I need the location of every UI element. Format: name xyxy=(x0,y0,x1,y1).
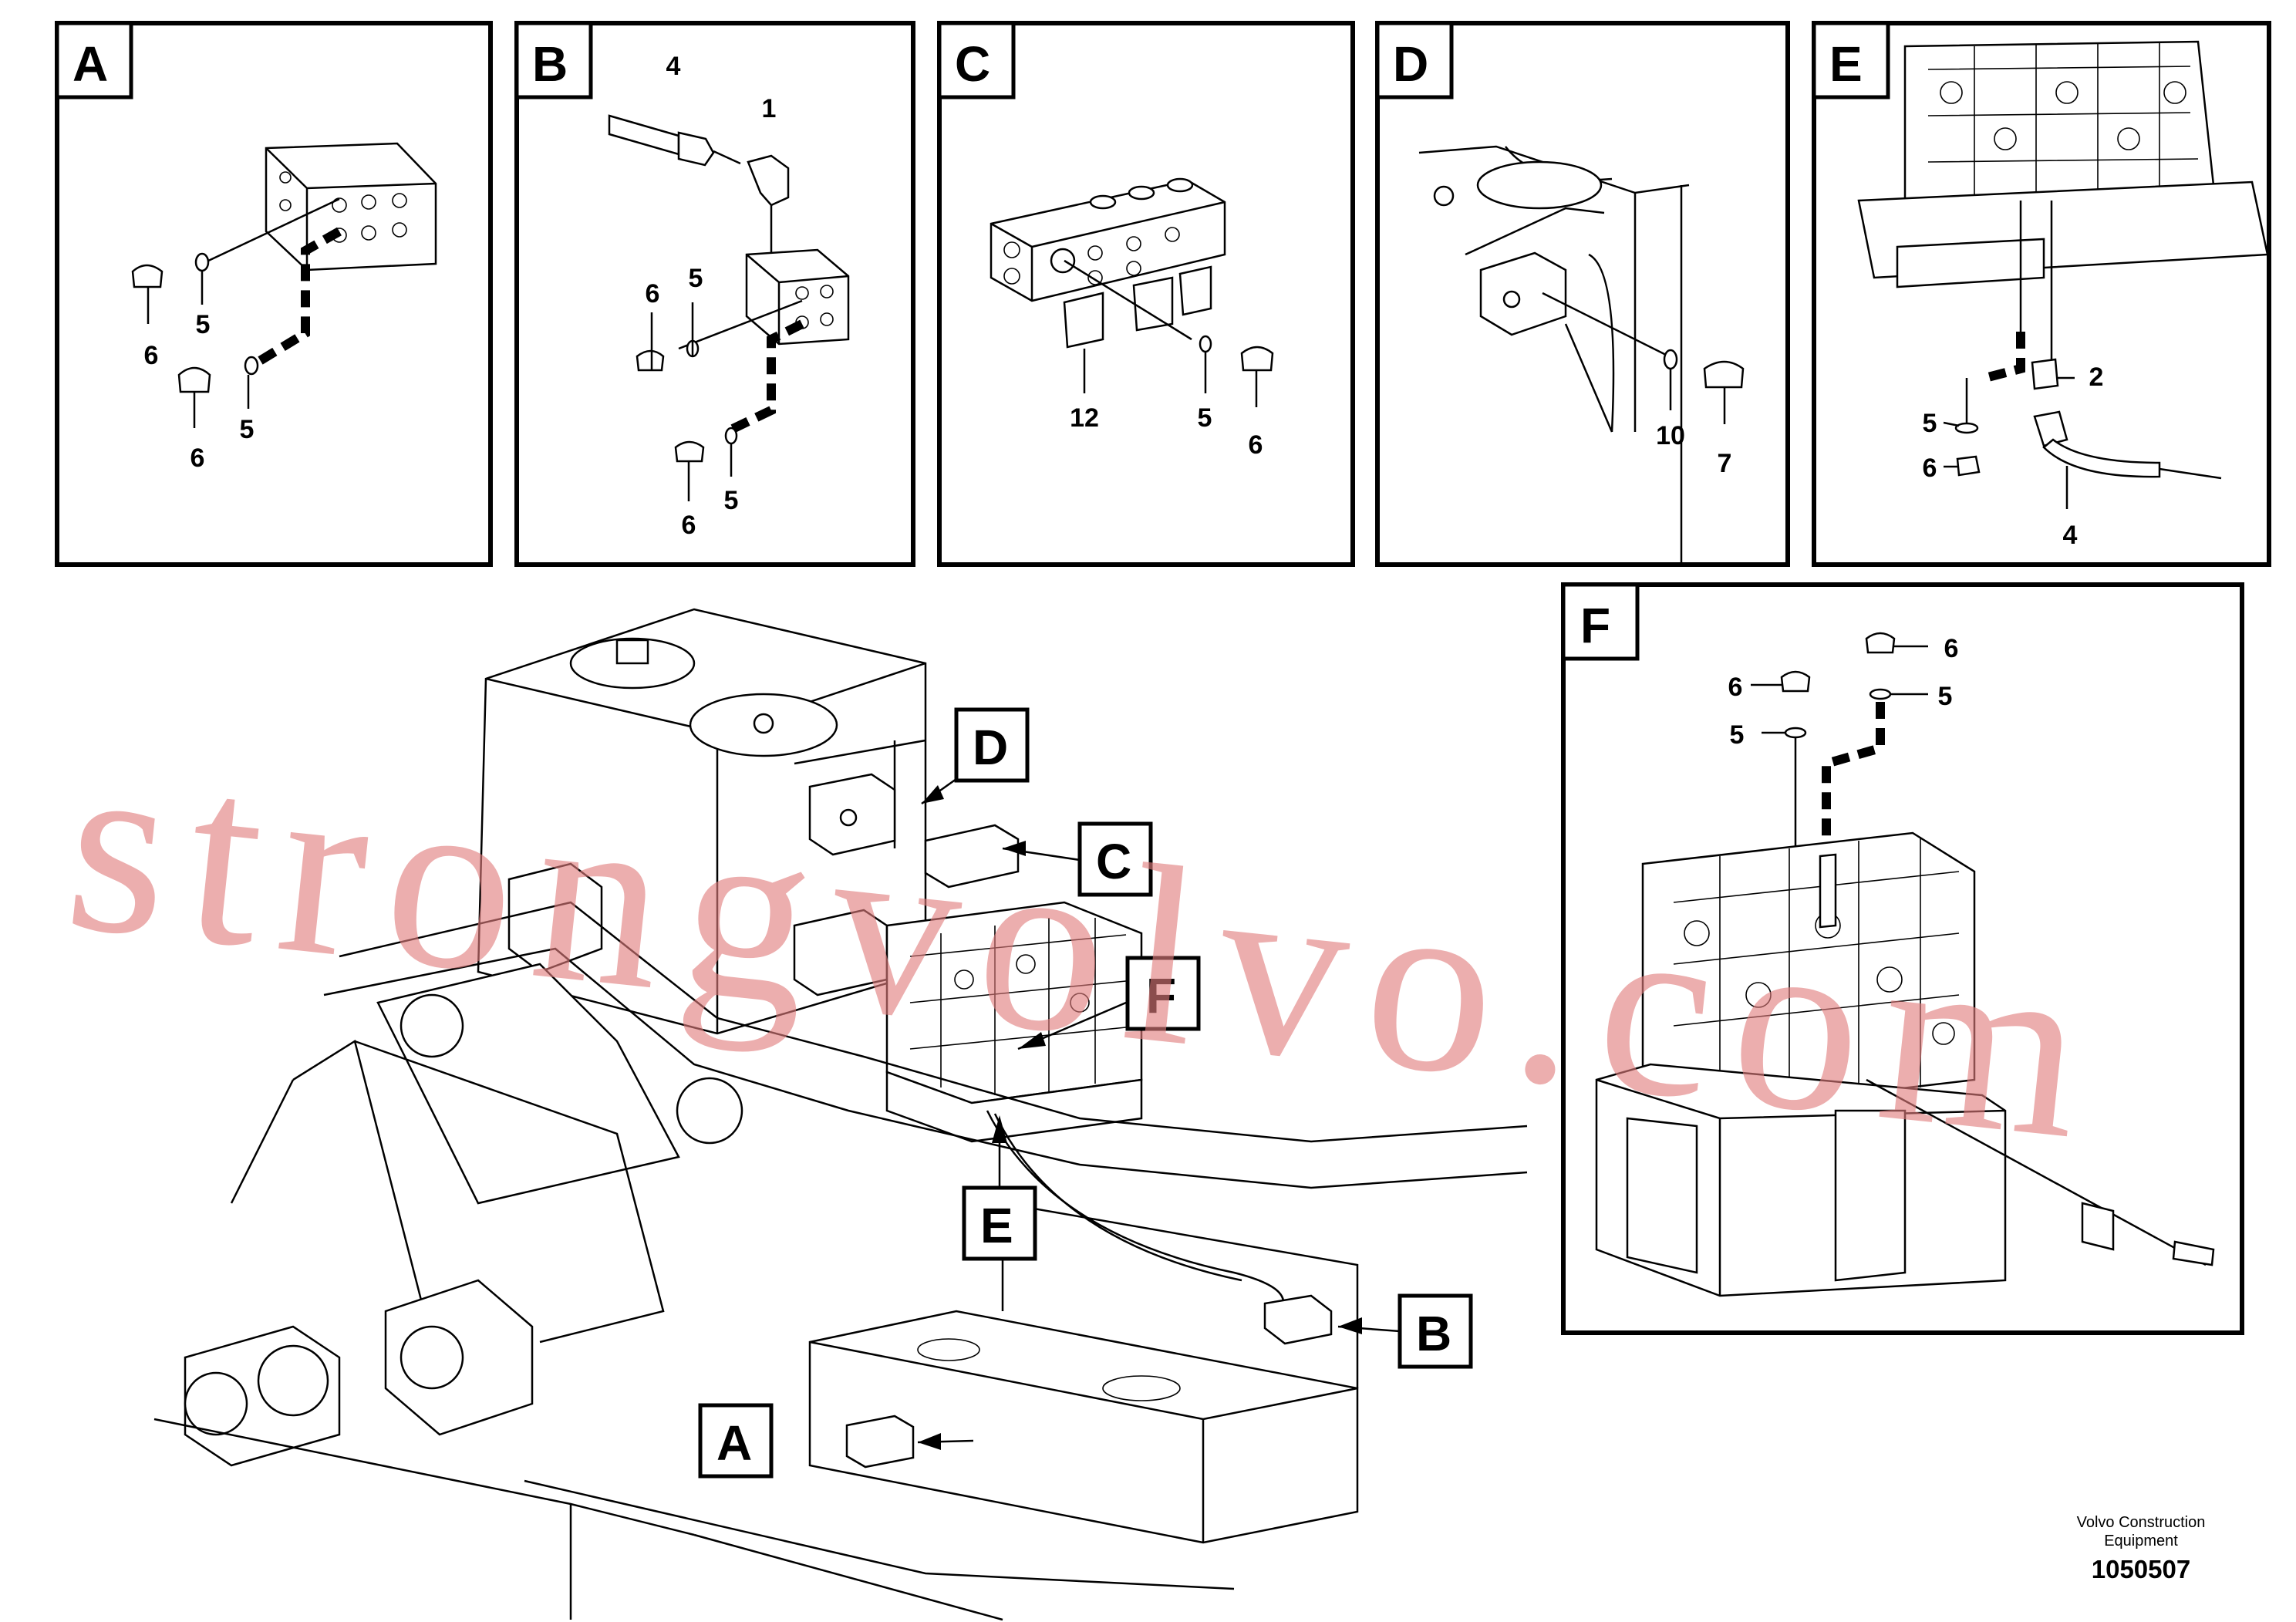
panel-d-label-10: 10 xyxy=(1656,421,1685,450)
panel-e-label-6: 6 xyxy=(1923,454,1937,483)
panel-f: F 6 6 5 5 xyxy=(1561,582,2244,1335)
callout-b: B xyxy=(1416,1306,1451,1361)
panel-b-label-5: 5 xyxy=(689,264,703,293)
panel-e: E 2 5 6 4 xyxy=(1812,21,2271,567)
panel-e-label-4: 4 xyxy=(2063,521,2078,550)
callout-d: D xyxy=(973,720,1008,775)
panel-e-label-2: 2 xyxy=(2089,363,2104,392)
drawing-number: 1050507 xyxy=(2092,1555,2190,1583)
panel-b-label-4: 4 xyxy=(666,52,681,81)
panel-c-tag: C xyxy=(955,36,990,92)
footer: Volvo Construction Equipment 1050507 xyxy=(2077,1514,2206,1583)
callout-c: C xyxy=(1096,834,1131,889)
company-line-1: Volvo Construction xyxy=(2077,1514,2206,1531)
callout-a: A xyxy=(716,1415,752,1471)
panel-a-label-6b: 6 xyxy=(190,443,205,473)
panel-f-tag: F xyxy=(1580,598,1610,653)
panel-a-tag: A xyxy=(72,36,108,92)
panel-b-label-6b: 6 xyxy=(682,511,696,540)
panel-b: B 4 1 6 5 6 5 xyxy=(514,21,915,567)
company-line-2: Equipment xyxy=(2104,1533,2178,1549)
callout-f: F xyxy=(1146,968,1176,1023)
panel-e-label-5: 5 xyxy=(1923,409,1937,438)
panel-d-label-7: 7 xyxy=(1718,449,1732,478)
panel-f-label-6b: 6 xyxy=(1728,673,1743,702)
panel-c: C 12 5 6 xyxy=(937,21,1355,567)
panel-b-label-5b: 5 xyxy=(724,486,739,515)
callout-e: E xyxy=(980,1198,1013,1253)
panel-f-label-5: 5 xyxy=(1938,682,1953,711)
panel-a: A 6 5 6 5 xyxy=(55,21,493,567)
panel-f-label-6: 6 xyxy=(1944,634,1959,663)
panel-c-label-12: 12 xyxy=(1070,403,1099,433)
panel-b-tag: B xyxy=(532,36,568,92)
panel-b-label-1: 1 xyxy=(762,94,777,123)
panel-e-tag: E xyxy=(1829,36,1863,92)
panel-b-label-6: 6 xyxy=(646,279,660,309)
panel-c-label-5: 5 xyxy=(1198,403,1212,433)
panel-c-label-6: 6 xyxy=(1249,430,1263,460)
callout-tags: D C F E B A xyxy=(698,707,1473,1479)
panel-d: D 10 7 xyxy=(1375,21,1790,567)
panel-a-label-5: 5 xyxy=(196,310,211,339)
panel-d-tag: D xyxy=(1393,36,1428,92)
main-assembly xyxy=(153,608,1528,1621)
panel-f-label-5b: 5 xyxy=(1730,720,1745,750)
panel-a-label-6: 6 xyxy=(144,341,159,370)
panel-a-label-5b: 5 xyxy=(240,415,255,444)
